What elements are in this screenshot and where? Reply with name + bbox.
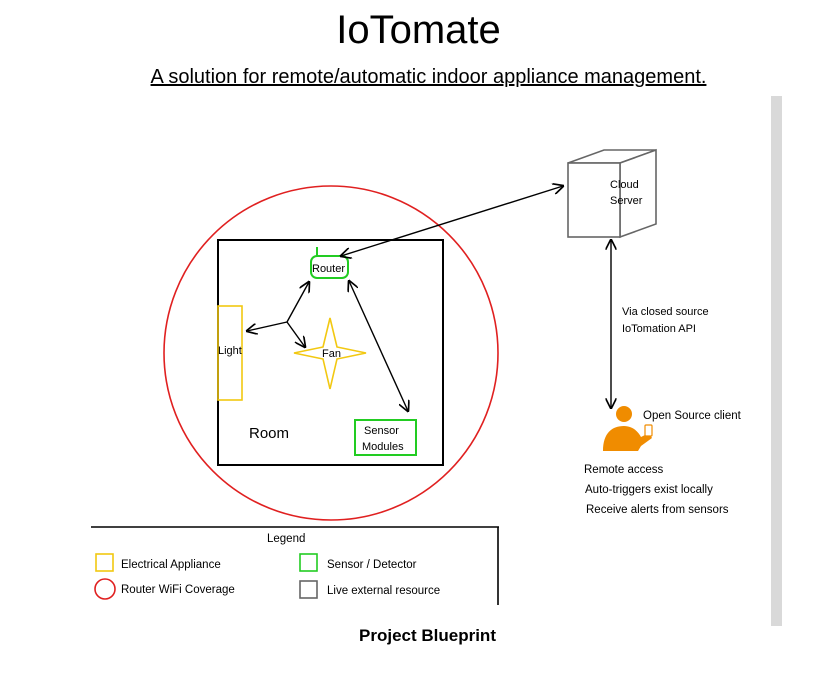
sensor-label-line1: Sensor xyxy=(364,425,399,437)
legend: Legend Electrical Appliance Router WiFi … xyxy=(91,526,499,605)
feature-item: Auto-triggers exist locally xyxy=(585,484,713,496)
light-label: Light xyxy=(218,345,242,357)
router-cloud-arrow xyxy=(341,186,563,256)
client-label: Open Source client xyxy=(643,410,742,422)
router-to-junction-arrow xyxy=(286,282,309,323)
router-box xyxy=(310,255,349,279)
light-box xyxy=(217,305,243,401)
feature-item: Receive alerts from sensors xyxy=(586,504,729,516)
legend-item-label: Router WiFi Coverage xyxy=(121,584,235,596)
junction-to-fan-arrow xyxy=(286,321,305,347)
legend-swatch-sensor xyxy=(299,553,318,572)
router-label: Router xyxy=(312,263,345,275)
fan-label: Fan xyxy=(322,348,341,360)
legend-item-label: Sensor / Detector xyxy=(327,559,417,571)
legend-item-label: Electrical Appliance xyxy=(121,559,221,571)
person-icon xyxy=(603,406,653,451)
legend-swatch-external xyxy=(299,580,318,599)
api-label-line1: Via closed source xyxy=(622,306,709,318)
legend-item-label: Live external resource xyxy=(327,585,440,597)
page-subtitle: A solution for remote/automatic indoor a… xyxy=(150,66,707,88)
legend-swatch-wifi xyxy=(94,578,116,600)
cloud-label-line2: Server xyxy=(610,195,643,207)
feature-item: Remote access xyxy=(584,464,664,476)
figure-caption: Project Blueprint xyxy=(359,626,496,645)
room-label: Room xyxy=(249,425,289,442)
sensor-modules-box xyxy=(354,419,417,456)
cloud-server-icon xyxy=(567,148,657,239)
sensor-label-line2: Modules xyxy=(362,441,404,453)
cloud-label-line1: Cloud xyxy=(610,179,639,191)
router-sensor-arrow xyxy=(349,281,408,411)
junction-to-light-arrow xyxy=(247,321,288,331)
vertical-scrollbar[interactable] xyxy=(771,96,782,626)
legend-swatch-appliance xyxy=(95,553,114,572)
wifi-coverage-circle xyxy=(163,185,499,521)
page-title: IoTomate xyxy=(336,8,501,52)
api-label-line2: IoTomation API xyxy=(622,323,696,335)
fan-star xyxy=(293,317,367,390)
legend-title: Legend xyxy=(267,533,305,545)
